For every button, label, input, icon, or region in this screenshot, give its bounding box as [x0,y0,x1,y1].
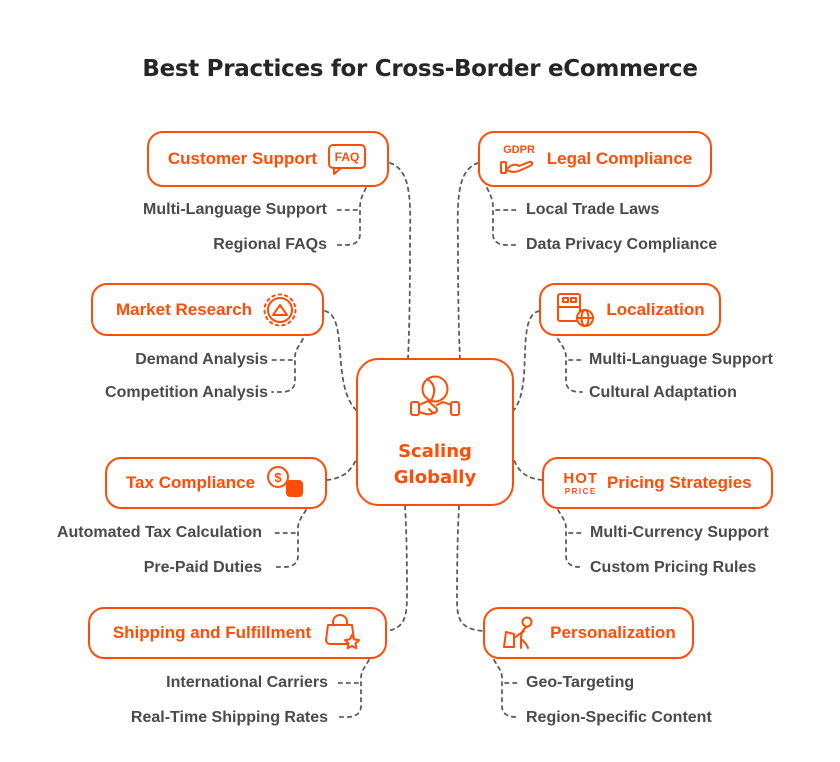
subitem: Region-Specific Content [526,709,712,726]
node-shipping-fulfillment: Shipping and Fulfillment [88,607,387,659]
node-pricing-strategies: HOT PRICE Pricing Strategies [542,457,773,509]
branch-label: Personalization [550,623,676,642]
svg-text:GDPR: GDPR [503,144,535,156]
subitem: Local Trade Laws [526,201,660,218]
subitem: International Carriers [166,674,328,691]
svg-text:FAQ: FAQ [335,150,360,164]
node-legal-compliance: GDPR Legal Compliance [478,131,712,187]
subitem: Cultural Adaptation [589,384,737,401]
center-node-scaling-globally: Scaling Globally [356,358,514,506]
svg-text:$: $ [274,470,282,485]
faq-bubble-icon: FAQ [328,144,367,175]
subitem: Regional FAQs [213,236,327,253]
node-tax-compliance: Tax Compliance $ [105,457,327,509]
branch-label: Customer Support [167,149,318,168]
localization-globe-icon [557,292,595,327]
market-research-icon [263,293,297,326]
branch-label: Shipping and Fulfillment [112,623,312,642]
subitem: Multi-Language Support [143,201,327,218]
hot-price-icon: HOT PRICE [563,469,599,496]
branch-label: Localization [606,299,705,319]
subitem: Custom Pricing Rules [590,559,757,576]
node-localization: Localization [539,283,721,336]
personalization-icon [503,616,533,649]
center-label: Scaling Globally [393,441,477,488]
branch-label: Market Research [115,299,253,319]
subitem: Geo-Targeting [526,674,635,691]
diagram-title: Best Practices for Cross-Border eCommerc… [142,56,698,82]
globe-handshake-icon [410,375,460,416]
subitem: Multi-Language Support [589,351,773,368]
subitem: Automated Tax Calculation [56,524,262,541]
shopping-bag-star-icon [325,614,361,650]
node-personalization: Personalization [483,607,694,659]
branch-label: Pricing Strategies [607,473,752,492]
node-customer-support: Customer Support FAQ [147,131,389,187]
subitem: Multi-Currency Support [590,524,769,541]
subitem: Pre-Paid Duties [143,559,262,576]
subitem: Competition Analysis [105,384,268,401]
subitem: Demand Analysis [135,351,268,368]
branch-label: Legal Compliance [546,149,693,168]
gdpr-hand-icon: GDPR [499,144,535,174]
branch-label: Tax Compliance [125,473,256,492]
subitem: Real-Time Shipping Rates [130,709,328,726]
subitem: Data Privacy Compliance [526,236,718,253]
node-market-research: Market Research [91,283,324,336]
tax-money-icon: $ [267,466,304,497]
